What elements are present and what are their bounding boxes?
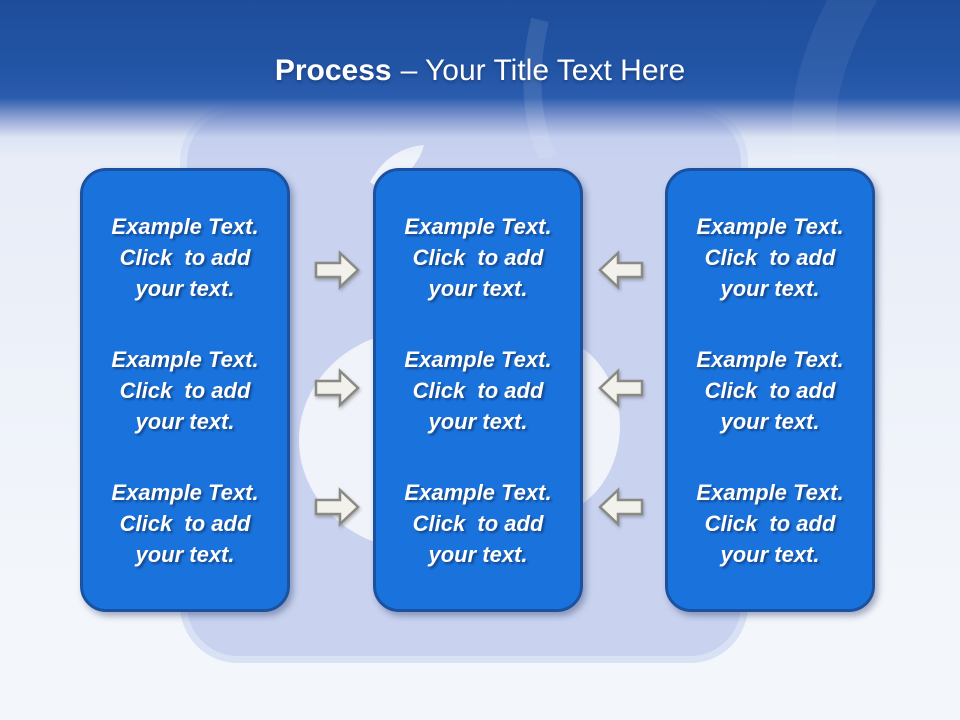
placeholder-text[interactable]: Example Text. Click to add your text.	[696, 479, 844, 567]
arrow-left-icon	[597, 487, 644, 527]
placeholder-text[interactable]: Example Text. Click to add your text.	[696, 346, 844, 434]
placeholder-text[interactable]: Example Text. Click to add your text.	[111, 479, 259, 567]
process-box-left[interactable]: Example Text. Click to add your text. Ex…	[80, 168, 290, 612]
placeholder-text[interactable]: Example Text. Click to add your text.	[404, 346, 552, 434]
arrow-right-icon	[314, 487, 361, 527]
arrow-left-icon	[597, 368, 644, 408]
slide-title[interactable]: Process– Your Title Text Here	[0, 50, 960, 92]
placeholder-text[interactable]: Example Text. Click to add your text.	[111, 213, 259, 301]
process-box-center[interactable]: Example Text. Click to add your text. Ex…	[373, 168, 583, 612]
arrow-right-icon	[314, 250, 361, 290]
placeholder-text[interactable]: Example Text. Click to add your text.	[404, 213, 552, 301]
title-emphasis: Process	[274, 54, 392, 87]
arrow-left-icon	[597, 250, 644, 290]
process-box-right[interactable]: Example Text. Click to add your text. Ex…	[665, 168, 875, 612]
placeholder-text[interactable]: Example Text. Click to add your text.	[404, 479, 552, 567]
title-rest-text: – Your Title Text Here	[400, 54, 686, 87]
header-banner	[0, 0, 960, 158]
header-sheen-decoration	[523, 0, 878, 158]
arrow-right-icon	[314, 368, 361, 408]
placeholder-text[interactable]: Example Text. Click to add your text.	[111, 346, 259, 434]
placeholder-text[interactable]: Example Text. Click to add your text.	[696, 213, 844, 301]
